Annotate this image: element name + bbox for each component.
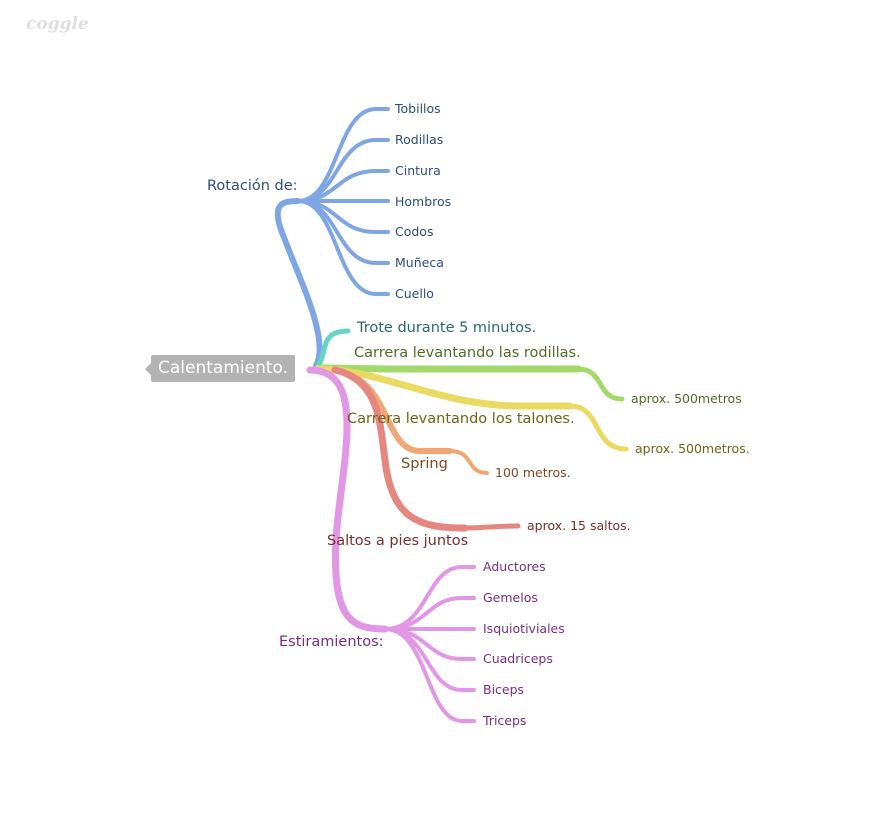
root-node-notch [145,363,151,375]
rotacion-item-rodillas[interactable]: Rodillas [395,132,444,147]
rotacion-item-cuello[interactable]: Cuello [395,286,434,301]
coggle-logo: coggle [26,14,89,34]
connector-estiramientos-item-6 [383,627,476,723]
branch-saltos-label[interactable]: Saltos a pies juntos [327,533,469,549]
connector-spring-child [448,449,489,475]
estiramientos-item-isquiotiviales[interactable]: Isquiotiviales [483,621,565,636]
connector-trote [315,328,351,370]
branch-spring-label[interactable]: Spring [401,456,448,472]
estiramientos-item-aductores[interactable]: Aductores [483,559,546,574]
saltos-child-count[interactable]: aprox. 15 saltos. [527,518,631,533]
connector-rotacion-item-1 [296,107,390,203]
estiramientos-item-gemelos[interactable]: Gemelos [483,590,538,605]
root-node[interactable]: Calentamiento. [151,355,296,382]
rotacion-item-tobillos[interactable]: Tobillos [395,101,441,116]
estiramientos-item-cuadriceps[interactable]: Cuadriceps [483,651,553,666]
estiramientos-item-triceps[interactable]: Triceps [483,713,527,728]
connector-estiramientos [306,366,389,633]
rotacion-item-codos[interactable]: Codos [395,224,434,239]
branch-rodillas-label[interactable]: Carrera levantando las rodillas. [354,345,581,361]
connector-rodillas [314,364,582,373]
branch-talones-label[interactable]: Carrera levantando los talones. [347,411,575,427]
connector-saltos-child [462,523,521,531]
connector-estiramientos-item-2 [383,596,476,631]
rotacion-item-muneca[interactable]: Muñeca [395,255,444,270]
connector-saltos [331,366,469,532]
branch-rotacion-label[interactable]: Rotación de: [207,178,298,194]
connector-rotacion [274,198,323,369]
branch-estiramientos-label[interactable]: Estiramientos: [279,634,384,650]
connector-talones-child [567,403,629,452]
branch-connectors [274,107,629,723]
estiramientos-item-biceps[interactable]: Biceps [483,682,525,697]
connector-rotacion-item-7 [296,199,390,296]
spring-child-distance[interactable]: 100 metros. [495,465,571,480]
talones-child-distance[interactable]: aprox. 500metros. [635,441,750,456]
rodillas-child-distance[interactable]: aprox. 500metros [631,391,742,406]
connector-rodillas-child [575,366,625,402]
rotacion-item-cintura[interactable]: Cintura [395,163,441,178]
branch-trote-label[interactable]: Trote durante 5 minutos. [357,320,537,336]
rotacion-item-hombros[interactable]: Hombros [395,194,452,209]
